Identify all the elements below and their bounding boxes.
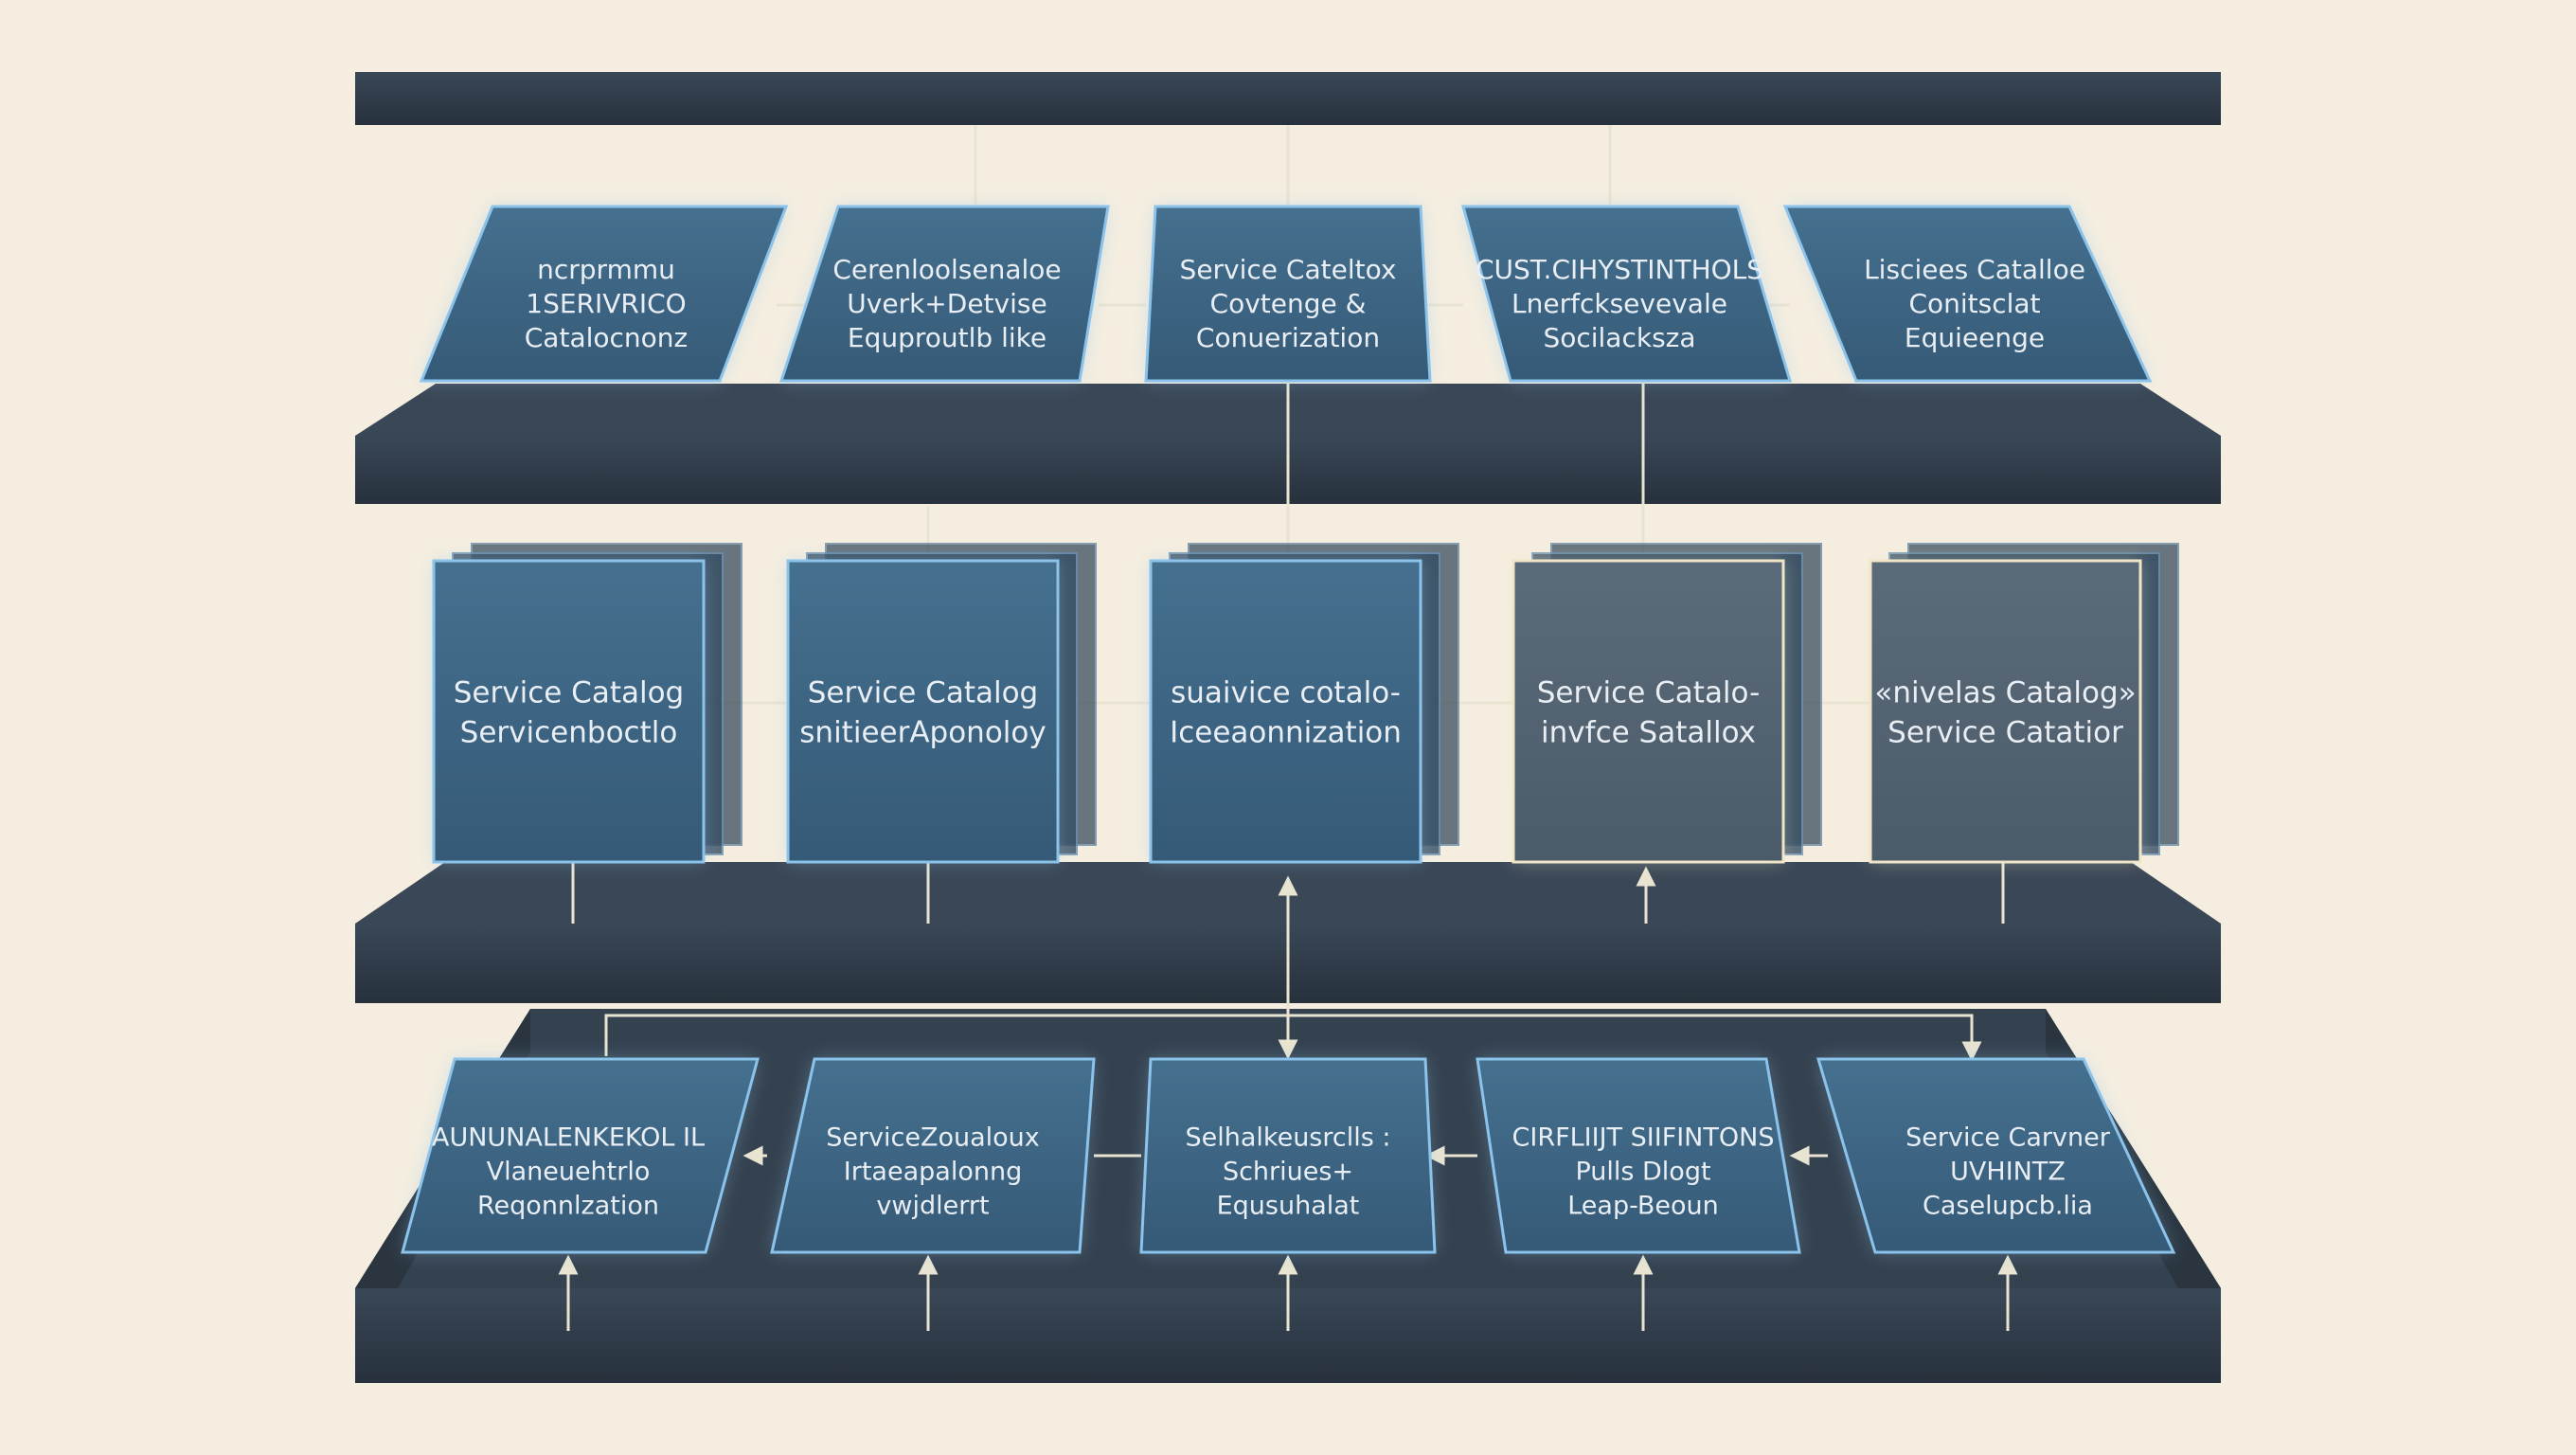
card-body (1476, 1057, 1801, 1254)
card-label: Uverk+Detvise (847, 288, 1046, 319)
card-label: «nivelas Catalog» (1874, 676, 2136, 710)
card-body (778, 205, 1110, 383)
card-label: Covtenge & (1210, 288, 1367, 319)
card-label: Lnerfcksevevale (1512, 288, 1727, 319)
card-label: Reqonnlzation (477, 1192, 659, 1221)
card-label: AUNUNALENKEKOL IL (432, 1123, 705, 1153)
card-label: 1SERIVRICO (526, 288, 686, 319)
card-label: UVHINTZ (1950, 1158, 2066, 1187)
card-body (1149, 559, 1422, 864)
card-label: CUST.CIHYSTINTHOLS (1476, 254, 1763, 285)
top-card-2[interactable]: CerenloolsenaloeUverk+DetviseEquproutlb … (778, 205, 1110, 383)
middle-card-3[interactable]: suaivice cotalo- Iceeaonnization (1149, 559, 1422, 864)
card-label: Iceeaonnization (1170, 716, 1402, 750)
card-label: Equproutlb like (848, 322, 1046, 353)
card-body (770, 1057, 1096, 1254)
card-label: Equieenge (1905, 322, 2045, 353)
card-label: Service Carvner (1905, 1123, 2111, 1153)
card-body (1144, 205, 1432, 383)
card-label: Vlaneuehtrlo (487, 1158, 651, 1187)
card-label: Socilacksza (1543, 322, 1695, 353)
bottom-card-3[interactable]: Selhalkeusrclls : Schriues+ Equsuhalat (1139, 1057, 1437, 1254)
card-label: Service Catalog (808, 676, 1038, 710)
card-label: invfce Satallox (1541, 716, 1756, 750)
card-label: vwjdlerrt (876, 1192, 989, 1221)
card-label: ServiceZoualoux (826, 1123, 1040, 1153)
card-label: suaivice cotalo- (1171, 676, 1401, 710)
card-body (1869, 559, 2142, 864)
card-body (1139, 1057, 1437, 1254)
card-body (1816, 1057, 2176, 1254)
card-label: Cerenloolsenaloe (832, 254, 1061, 285)
card-label: Leap-Beoun (1567, 1192, 1719, 1221)
card-label: Conitsclat (1908, 288, 2040, 319)
card-label: Service Catalog (454, 676, 684, 710)
middle-card-4[interactable]: Service Catalo-invfce Satallox (1512, 559, 1785, 864)
card-label: Irtaeapalonng (844, 1158, 1022, 1187)
card-label: Service Cateltox (1180, 254, 1397, 285)
card-label: Conuerization (1196, 322, 1380, 353)
card-body (432, 559, 706, 864)
card-body (419, 205, 789, 383)
card-label: Caselupcb.lia (1923, 1192, 2093, 1221)
card-body (401, 1057, 760, 1254)
bottom-card-4[interactable]: CIRFLIIJT SIIFINTONS Pulls DlogtLeap-Beou… (1476, 1057, 1801, 1254)
card-label: Equsuhalat (1217, 1192, 1360, 1221)
card-label: ncrprmmu (537, 254, 675, 285)
card-label: Catalocnonz (525, 322, 688, 353)
card-label: Selhalkeusrclls : (1186, 1123, 1391, 1153)
card-body (1461, 205, 1793, 383)
card-body (786, 559, 1060, 864)
tier-bottom: AUNUNALENKEKOL IL VlaneuehtrloReqonnlzati… (401, 1057, 2176, 1254)
card-label: Pulls Dlogt (1575, 1158, 1710, 1187)
middle-card-5[interactable]: «nivelas Catalog» Service Catatior (1869, 559, 2142, 864)
middle-card-2[interactable]: Service Catalog snitieerAponoloy (786, 559, 1060, 864)
card-label: CIRFLIIJT SIIFINTONS (1512, 1123, 1775, 1153)
card-label: Lisciees Catalloe (1864, 254, 2085, 285)
bottom-card-1[interactable]: AUNUNALENKEKOL IL VlaneuehtrloReqonnlzati… (401, 1057, 760, 1254)
top-card-4[interactable]: CUST.CIHYSTINTHOLSLnerfcksevevaleSocilac… (1461, 205, 1793, 383)
card-label: Servicenboctlo (460, 716, 678, 750)
card-label: Service Catatior (1887, 716, 2123, 750)
card-label: snitieerAponoloy (799, 716, 1046, 750)
card-label: Service Catalo- (1537, 676, 1761, 710)
card-body (1512, 559, 1785, 864)
card-label: Schriues+ (1223, 1158, 1353, 1187)
shelf-top (355, 72, 2221, 125)
tier-top: ncrprmmu1SERIVRICOCatalocnonzCerenloolse… (419, 205, 2153, 383)
connector-lines (558, 125, 2018, 1331)
card-body (1782, 205, 2153, 383)
